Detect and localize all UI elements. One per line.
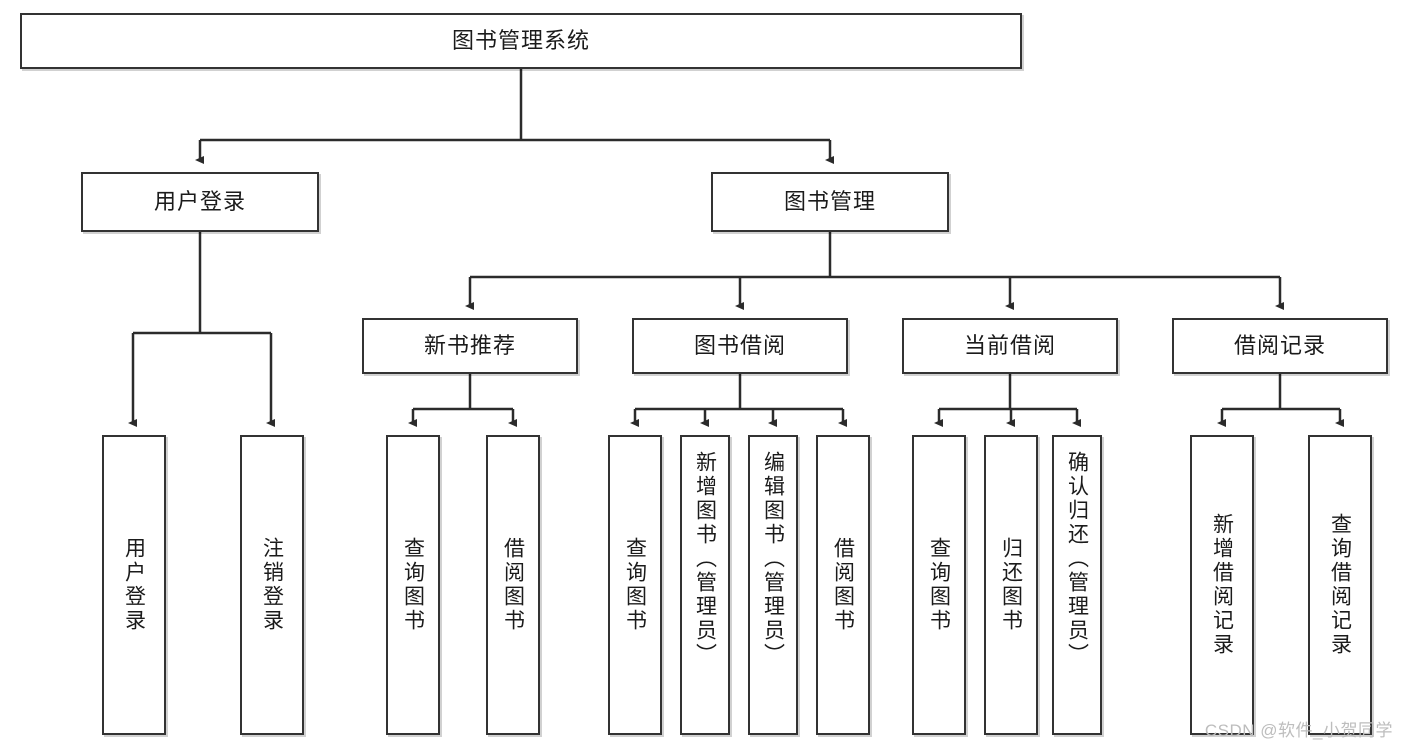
node-leaf-borrow-add-label: 新增图书（管理员） [693, 451, 717, 667]
csdn-watermark: CSDN @软件_小贺同学 [1204, 721, 1393, 740]
node-leaf-user-logout-label: 注销登录 [260, 537, 284, 633]
node-user-login[interactable]: 用户登录 [81, 172, 319, 232]
node-leaf-borrow-edit[interactable]: 编辑图书（管理员） [748, 435, 798, 735]
node-leaf-borrow-query-label: 查询图书 [623, 537, 647, 633]
node-leaf-rec-add[interactable]: 新增借阅记录 [1190, 435, 1254, 735]
node-leaf-cur-confirm[interactable]: 确认归还（管理员） [1052, 435, 1102, 735]
node-leaf-rec-query[interactable]: 查询图书 [386, 435, 440, 735]
node-leaf-rec-search-label: 查询借阅记录 [1328, 513, 1352, 657]
node-leaf-cur-return[interactable]: 归还图书 [984, 435, 1038, 735]
node-leaf-user-logout[interactable]: 注销登录 [240, 435, 304, 735]
node-leaf-cur-confirm-label: 确认归还（管理员） [1065, 451, 1089, 667]
node-new-book-rec-label: 新书推荐 [423, 333, 516, 359]
node-leaf-rec-borrow[interactable]: 借阅图书 [486, 435, 540, 735]
node-leaf-rec-add-label: 新增借阅记录 [1210, 513, 1234, 657]
node-borrow-record-label: 借阅记录 [1233, 333, 1326, 359]
node-leaf-borrow-query[interactable]: 查询图书 [608, 435, 662, 735]
node-book-manage-label: 图书管理 [783, 189, 876, 215]
node-leaf-rec-search[interactable]: 查询借阅记录 [1308, 435, 1372, 735]
node-leaf-cur-return-label: 归还图书 [999, 537, 1023, 633]
node-root-label: 图书管理系统 [451, 28, 590, 54]
node-leaf-cur-query[interactable]: 查询图书 [912, 435, 966, 735]
node-book-borrow-label: 图书借阅 [693, 333, 786, 359]
node-leaf-borrow-lend-label: 借阅图书 [831, 537, 855, 633]
node-leaf-borrow-lend[interactable]: 借阅图书 [816, 435, 870, 735]
node-book-manage[interactable]: 图书管理 [711, 172, 949, 232]
node-leaf-user-login[interactable]: 用户登录 [102, 435, 166, 735]
node-current-borrow[interactable]: 当前借阅 [902, 318, 1118, 374]
node-leaf-cur-query-label: 查询图书 [927, 537, 951, 633]
node-current-borrow-label: 当前借阅 [963, 333, 1056, 359]
node-leaf-borrow-edit-label: 编辑图书（管理员） [761, 451, 785, 667]
node-leaf-borrow-add[interactable]: 新增图书（管理员） [680, 435, 730, 735]
node-leaf-rec-query-label: 查询图书 [401, 537, 425, 633]
node-new-book-rec[interactable]: 新书推荐 [362, 318, 578, 374]
node-leaf-user-login-label: 用户登录 [122, 537, 146, 633]
node-leaf-rec-borrow-label: 借阅图书 [501, 537, 525, 633]
node-book-borrow[interactable]: 图书借阅 [632, 318, 848, 374]
node-borrow-record[interactable]: 借阅记录 [1172, 318, 1388, 374]
node-root[interactable]: 图书管理系统 [20, 13, 1022, 69]
node-user-login-label: 用户登录 [153, 189, 246, 215]
